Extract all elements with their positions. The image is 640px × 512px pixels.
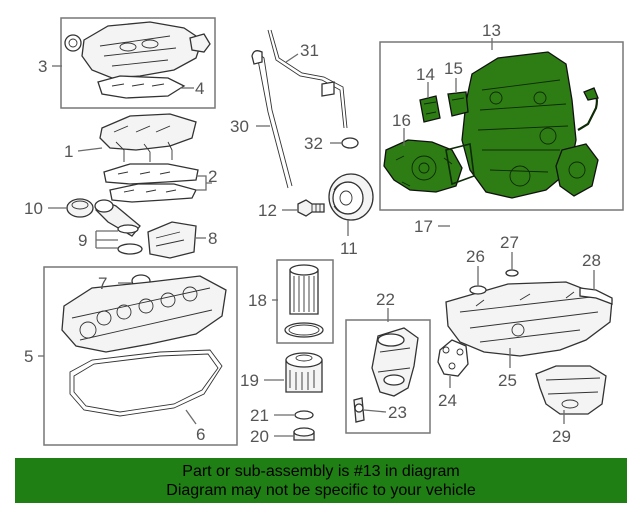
oil-filter-drawing bbox=[284, 264, 324, 441]
lower-intake-drawing bbox=[99, 113, 199, 203]
callout-24: 24 bbox=[438, 391, 457, 410]
callout-7: 7 bbox=[98, 274, 107, 293]
callout-27: 27 bbox=[500, 233, 519, 252]
callout-29: 29 bbox=[552, 427, 571, 446]
leader-lines bbox=[38, 38, 595, 437]
oil-pan-drawing bbox=[445, 269, 613, 415]
callout-10: 10 bbox=[24, 199, 43, 218]
info-banner: Part or sub-assembly is #13 in diagram D… bbox=[15, 458, 627, 503]
timing-cover-assembly-highlighted bbox=[383, 51, 599, 199]
pulley-drawing bbox=[297, 173, 374, 221]
parts-diagram: 1 2 3 4 5 6 7 8 9 10 11 12 13 14 15 16 1… bbox=[24, 17, 624, 446]
callout-6: 6 bbox=[196, 425, 205, 444]
callout-23: 23 bbox=[388, 403, 407, 422]
callout-20: 20 bbox=[250, 427, 269, 446]
callout-21: 21 bbox=[250, 406, 269, 425]
group-box-intake-manifold bbox=[60, 17, 216, 109]
callout-28: 28 bbox=[582, 251, 601, 270]
oil-filler-drawing bbox=[66, 198, 197, 259]
callout-12: 12 bbox=[258, 201, 277, 220]
banner-line-disclaimer: Diagram may not be specific to your vehi… bbox=[166, 481, 476, 499]
callout-5: 5 bbox=[24, 347, 33, 366]
callout-18: 18 bbox=[248, 291, 267, 310]
callout-17: 17 bbox=[414, 217, 433, 236]
callout-22: 22 bbox=[376, 290, 395, 309]
callout-19: 19 bbox=[240, 371, 259, 390]
callout-16: 16 bbox=[392, 111, 411, 130]
group-box-timing-cover bbox=[379, 41, 624, 211]
callout-13: 13 bbox=[482, 21, 501, 40]
callout-11: 11 bbox=[340, 239, 358, 258]
callout-numbers: 1 2 3 4 5 6 7 8 9 10 11 12 13 14 15 16 1… bbox=[24, 21, 601, 446]
valve-cover-drawing bbox=[61, 274, 227, 417]
callout-30: 30 bbox=[230, 117, 249, 136]
callout-9: 9 bbox=[78, 231, 87, 250]
callout-1: 1 bbox=[64, 142, 73, 161]
group-box-oil-filter-element bbox=[276, 259, 334, 344]
callout-2: 2 bbox=[208, 167, 217, 186]
callout-26: 26 bbox=[466, 247, 485, 266]
oil-filter-housing-drawing bbox=[353, 327, 419, 423]
banner-line-part-number: Part or sub-assembly is #13 in diagram bbox=[182, 462, 460, 480]
callout-25: 25 bbox=[498, 371, 517, 390]
callout-4: 4 bbox=[195, 79, 204, 98]
callout-15: 15 bbox=[444, 59, 463, 78]
callout-3: 3 bbox=[38, 57, 47, 76]
callout-14: 14 bbox=[416, 65, 435, 84]
gasket-drawing bbox=[437, 339, 469, 377]
intake-manifold-drawing bbox=[64, 21, 211, 99]
callout-8: 8 bbox=[208, 229, 217, 248]
dipstick-drawing bbox=[251, 29, 359, 189]
callout-32: 32 bbox=[304, 134, 323, 153]
callout-31: 31 bbox=[300, 41, 319, 60]
